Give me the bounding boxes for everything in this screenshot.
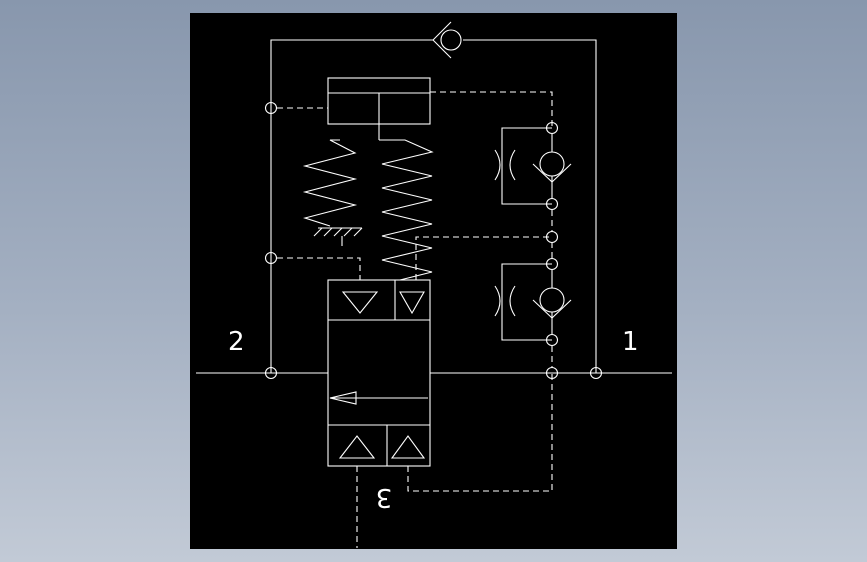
spring-right-icon <box>379 139 434 281</box>
bypass-check-valve-icon <box>432 21 462 59</box>
pilot-lines <box>277 91 553 367</box>
pilot-cylinder <box>327 77 431 140</box>
bypass-line <box>270 39 597 373</box>
port-label-2: 2 <box>228 327 245 357</box>
pilot-return-line <box>407 373 553 492</box>
junction-markers <box>264 101 603 380</box>
ground-hatch-icon <box>313 227 363 246</box>
port-label-1: 1 <box>622 327 639 357</box>
drawing-canvas: .s { stroke:#fff; stroke-width:1.1; fill… <box>190 13 677 549</box>
port-label-3: 3 <box>376 482 393 512</box>
lower-throttle-check-group <box>494 263 572 341</box>
spring-left-icon <box>302 139 358 227</box>
valve-body <box>327 279 431 467</box>
upper-throttle-check-group <box>494 127 572 205</box>
